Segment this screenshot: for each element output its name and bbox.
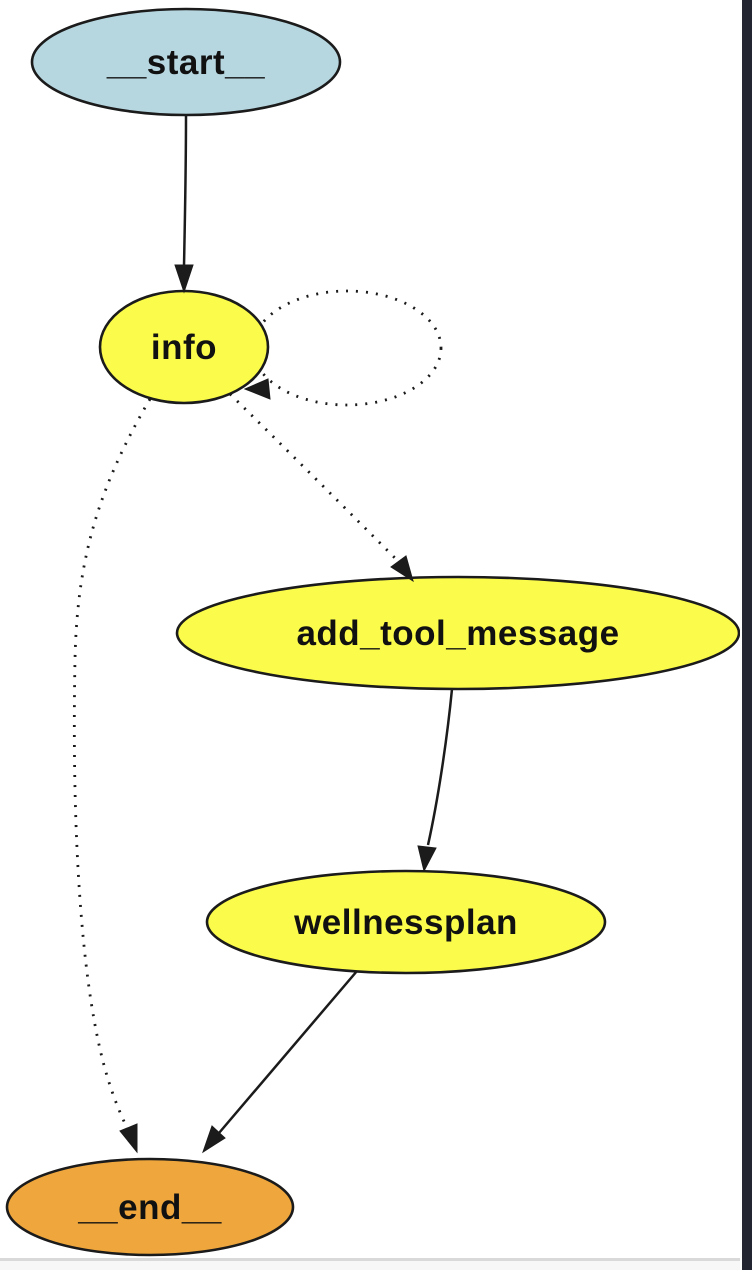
- node-add-tool-message-label: add_tool_message: [296, 614, 619, 653]
- node-start: [30, 7, 342, 117]
- bottom-strip: [0, 1261, 742, 1270]
- edge-add-tool-message-to-wellnessplan: [426, 688, 454, 846]
- arrowhead-wellnessplan-to-end: [202, 1125, 226, 1154]
- edge-wellnessplan-to-end: [218, 970, 358, 1134]
- node-end-label: __end__: [77, 1188, 222, 1227]
- node-wellnessplan-label: wellnessplan: [293, 903, 518, 942]
- edge-start-to-info: [182, 114, 188, 267]
- node-wellnessplan: [205, 869, 607, 975]
- arrowhead-info-to-add-tool-message: [390, 555, 414, 583]
- arrowheads: [119, 264, 437, 1154]
- node-end: [5, 1157, 295, 1257]
- edge-info-self-loop: [251, 289, 443, 407]
- arrowhead-info-self-loop: [243, 378, 271, 400]
- edge-info-to-end: [72, 398, 152, 1131]
- scrollbar-seam: [740, 0, 742, 1270]
- edge-info-to-add-tool-message: [229, 393, 398, 561]
- scrollbar-track[interactable]: [742, 0, 752, 1270]
- node-add-tool-message: [175, 575, 741, 691]
- node-labels: __start__ info add_tool_message wellness…: [77, 43, 619, 1227]
- arrowhead-add-tool-message-to-wellnessplan: [417, 845, 437, 873]
- node-info-label: info: [151, 328, 217, 367]
- node-start-label: __start__: [106, 43, 265, 82]
- bottom-divider: [0, 1258, 742, 1261]
- arrowhead-info-to-end: [119, 1123, 138, 1154]
- nodes: [5, 7, 741, 1257]
- arrowhead-start-to-info: [174, 264, 194, 294]
